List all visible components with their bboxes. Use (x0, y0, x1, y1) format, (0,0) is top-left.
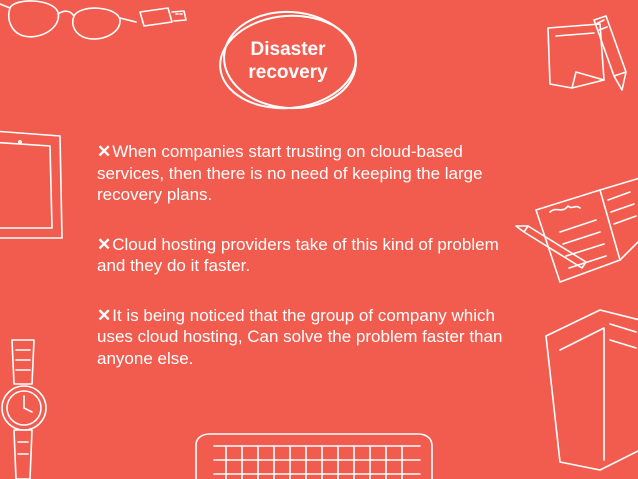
planner-doodle (545, 309, 638, 471)
x-mark-icon: ✕ (97, 234, 112, 254)
title-line-2: recovery (248, 62, 328, 83)
glasses-doodle (0, 0, 137, 40)
usb-drive-doodle (139, 7, 187, 27)
bullet-item: ✕It is being noticed that the group of c… (97, 305, 517, 370)
bullet-item: ✕When companies start trusting on cloud-… (97, 141, 517, 206)
sticky-note-doodle (547, 23, 605, 89)
pen-doodle (515, 225, 587, 269)
tablet-doodle (0, 130, 63, 239)
bullet-text: It is being noticed that the group of co… (97, 305, 503, 368)
title-circle: Disaster recovery (214, 6, 362, 114)
x-mark-icon: ✕ (97, 142, 112, 161)
bullet-text: Cloud hosting providers take of this kin… (97, 234, 499, 276)
pencil-doodle (593, 15, 627, 91)
bullet-item: ✕Cloud hosting providers take of this ki… (97, 234, 517, 277)
bullet-list: ✕When companies start trusting on cloud-… (97, 141, 517, 397)
wristwatch-doodle (1, 339, 47, 479)
slide-title: Disaster recovery (214, 38, 362, 84)
title-line-1: Disaster (250, 39, 326, 60)
hand-drawn-circle (219, 10, 357, 110)
x-mark-icon: ✕ (97, 305, 112, 325)
keyboard-doodle (195, 433, 433, 479)
bullet-text: When companies start trusting on cloud-b… (97, 142, 483, 204)
notebook-doodle (535, 177, 638, 283)
